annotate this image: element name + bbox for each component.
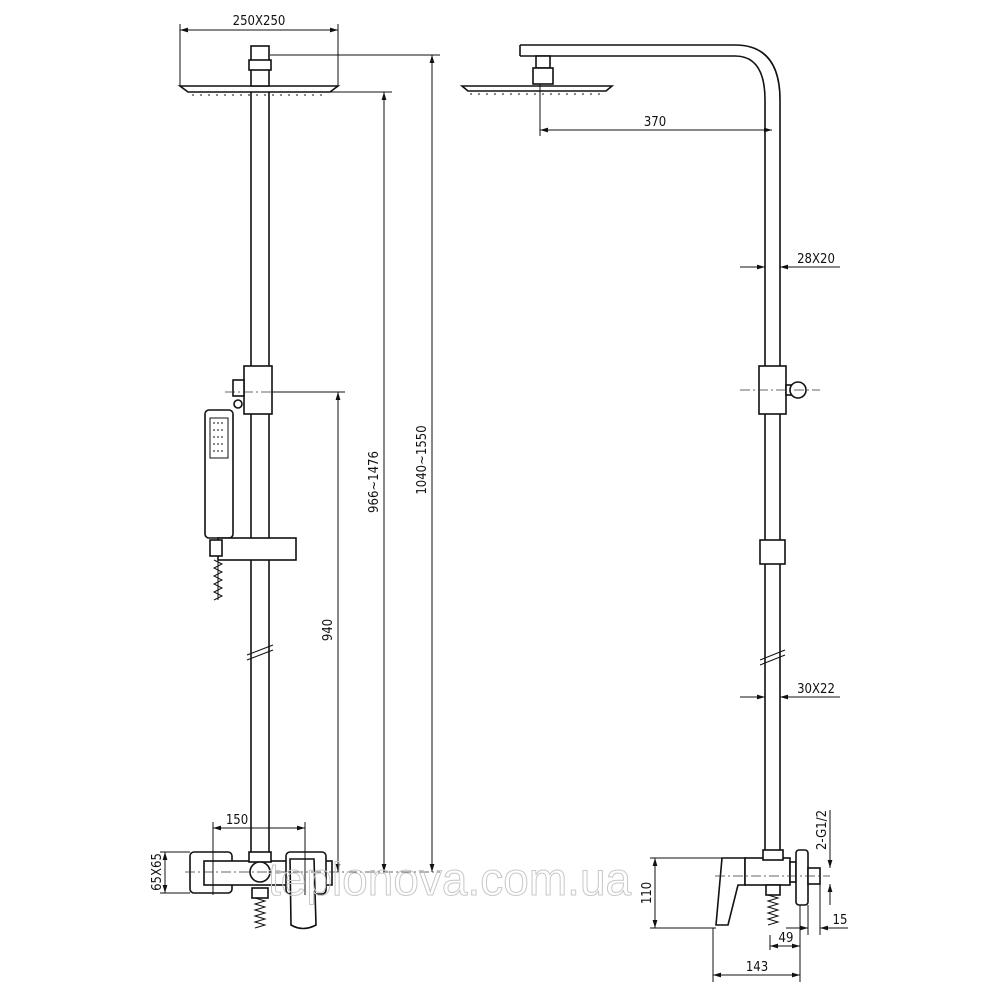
thread-label: 2-G1/2 [815,810,830,850]
shower-rail [246,92,274,855]
head-size-label: 250X250 [233,14,286,29]
side-view: 370 28X20 30X22 2-G1/2 110 143 49 15 [459,44,848,982]
side-clamp [759,539,786,565]
head-height-label: 966~1476 [367,451,382,513]
wall-offset-label: 49 [779,931,794,946]
mixer-side [715,849,830,926]
front-dimensions [160,24,440,895]
rain-shower-head [177,45,341,96]
shower-arm [519,44,786,855]
upper-pipe-label: 28X20 [797,252,835,267]
rail-slider [225,365,290,415]
side-dimensions [539,84,848,982]
nipple-label: 15 [833,913,848,928]
front-view: 250X250 966~1476 1040~1550 940 150 65X65 [150,14,440,930]
rain-shower-head-side [459,55,615,95]
mixer-span-label: 150 [226,813,248,828]
mixer-body-label: 65X65 [150,853,165,891]
side-slider [740,365,820,415]
lower-pipe-label: 30X22 [797,682,835,697]
slider-height-label: 940 [321,619,336,641]
mixer-front [185,851,440,930]
watermark: teplonova.com.ua [268,853,632,905]
mixer-height-label: 110 [640,882,655,904]
arm-reach-label: 370 [644,115,666,130]
total-height-label: 1040~1550 [415,425,430,494]
mixer-depth-label: 143 [746,960,768,975]
hand-shower [204,409,297,601]
